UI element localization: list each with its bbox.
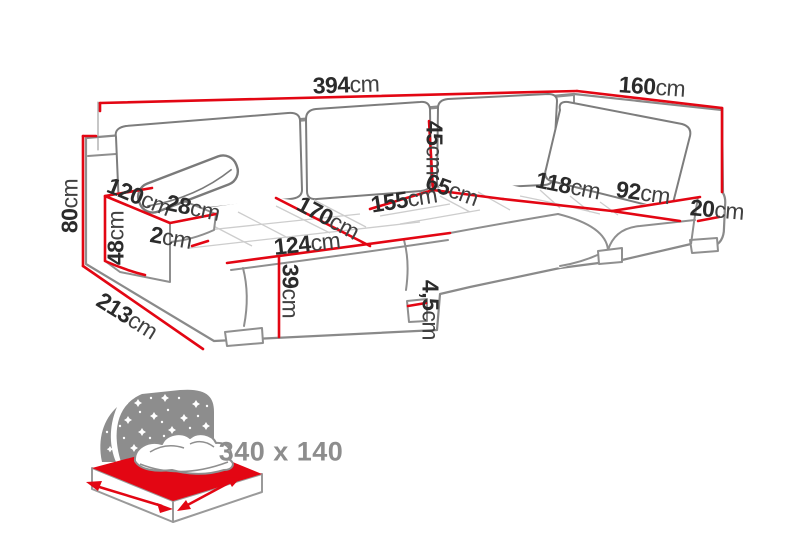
dim-line-inner-right — [610, 209, 682, 223]
stars — [105, 394, 210, 453]
dimension-arrows — [86, 477, 241, 513]
dim-line-160 — [575, 89, 724, 110]
pillow — [136, 154, 240, 214]
dim-armrest-edges — [103, 186, 218, 225]
dim-height-total: 80cm — [56, 178, 83, 234]
dim-line-118 — [501, 197, 614, 213]
dim-width-total: 394cm — [312, 70, 380, 99]
dim-seat-height: 39cm — [277, 263, 304, 319]
starry-headboard-swoosh — [100, 407, 117, 462]
bed-icon — [86, 389, 263, 523]
dim-armrest-height: 48cm — [102, 210, 129, 266]
leg-front-right — [597, 247, 623, 265]
dim-line-65 — [431, 188, 505, 201]
dimension-lines — [81, 89, 724, 351]
back-cushions — [114, 93, 692, 218]
dim-line-213 — [81, 264, 205, 351]
dim-line-92 — [610, 195, 702, 213]
dim-tick-20 — [696, 215, 721, 223]
sleeping-area-label: 340 x 140 — [218, 436, 344, 467]
dim-line-155 — [368, 188, 435, 211]
dim-leg-height: 4,5cm — [417, 279, 444, 341]
dim-backrest-height: 45cm — [421, 120, 448, 176]
dim-line-394 — [98, 89, 579, 105]
dim-right-arm-height: 20cm — [688, 194, 746, 225]
dim-armrest-bottom — [103, 259, 147, 277]
leg-arm-right — [689, 237, 719, 254]
back-cushion-2 — [305, 100, 432, 201]
leg-front-left — [224, 327, 264, 347]
right-arm-edge — [690, 196, 699, 245]
dim-line-124-front — [225, 231, 452, 265]
dim-tick-45-leg — [406, 301, 428, 308]
dim-depth-right: 160cm — [617, 71, 687, 102]
dim-line-170 — [274, 196, 372, 248]
dim-line-45 — [427, 119, 435, 192]
dim-tick-2 — [190, 239, 210, 248]
